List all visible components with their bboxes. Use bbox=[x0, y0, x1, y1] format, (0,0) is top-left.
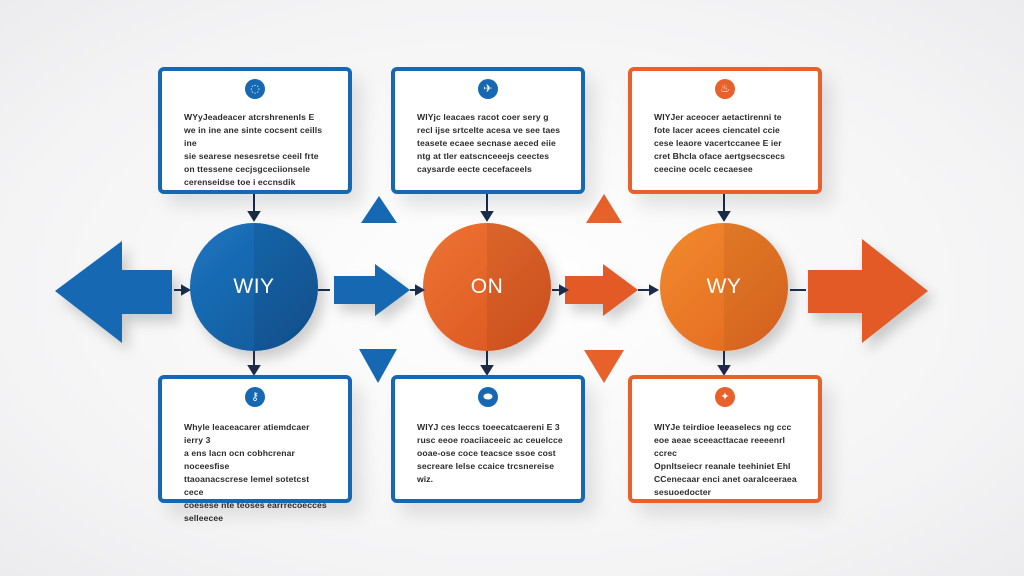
card-text: WYyJeadeacer atcrshrenenls E we in ine a… bbox=[184, 112, 323, 187]
node-3-label: WY bbox=[706, 275, 742, 298]
card-text: WIYJer aceocer aetactirenni te fote lace… bbox=[654, 112, 786, 174]
node-circle-3 bbox=[660, 223, 788, 351]
airplane-icon: ✈ bbox=[478, 79, 498, 99]
node-1-label: WIY bbox=[233, 275, 275, 298]
triangle-down-orange bbox=[584, 350, 624, 383]
flame-icon: ♨ bbox=[715, 79, 735, 99]
top-card-1: ◌ WYyJeadeacer atcrshrenenls E we in ine… bbox=[158, 67, 352, 194]
node-circle-1 bbox=[190, 223, 318, 351]
orange-connector-arrow bbox=[565, 264, 638, 316]
right-big-arrow bbox=[808, 239, 928, 343]
blue-connector-arrow bbox=[334, 264, 410, 316]
node-circle-2-shade bbox=[487, 223, 551, 351]
node-circle-1-shade bbox=[254, 223, 318, 351]
bottom-card-3: ✦ WIYJe teirdioe leeaselecs ng ccc eoe a… bbox=[628, 375, 822, 503]
pin-icon: ✦ bbox=[715, 387, 735, 407]
top-card-2: ✈ WIYjc leacaes racot coer sery g recl i… bbox=[391, 67, 585, 194]
capsule-icon: ⬬ bbox=[478, 387, 498, 407]
triangle-up-blue bbox=[361, 196, 397, 223]
card-text: WIYjc leacaes racot coer sery g recl ijs… bbox=[417, 112, 561, 174]
triangle-up-orange bbox=[586, 194, 622, 223]
left-big-arrow bbox=[55, 241, 172, 343]
node-2-label: ON bbox=[470, 275, 504, 298]
node-circle-2 bbox=[423, 223, 551, 351]
bottom-card-1: ⚷ Whyle leaceacarer atiemdcaer ierry 3 a… bbox=[158, 375, 352, 523]
card-text: WIYJ ces leccs toeecatcaereni E 3 rusc e… bbox=[417, 422, 563, 484]
card-text: Whyle leaceacarer atiemdcaer ierry 3 a e… bbox=[184, 422, 327, 523]
top-card-3: ♨ WIYJer aceocer aetactirenni te fote la… bbox=[628, 67, 822, 194]
node-circle-3-shade bbox=[724, 223, 788, 351]
triangle-down-blue bbox=[359, 349, 397, 383]
key-icon: ⚷ bbox=[245, 387, 265, 407]
horizontal-pointers bbox=[174, 284, 806, 296]
bottom-card-2: ⬬ WIYJ ces leccs toeecatcaereni E 3 rusc… bbox=[391, 375, 585, 503]
vertical-connectors bbox=[247, 194, 731, 376]
card-text: WIYJe teirdioe leeaselecs ng ccc eoe aea… bbox=[654, 422, 797, 497]
chat-bubble-icon: ◌ bbox=[245, 79, 265, 99]
